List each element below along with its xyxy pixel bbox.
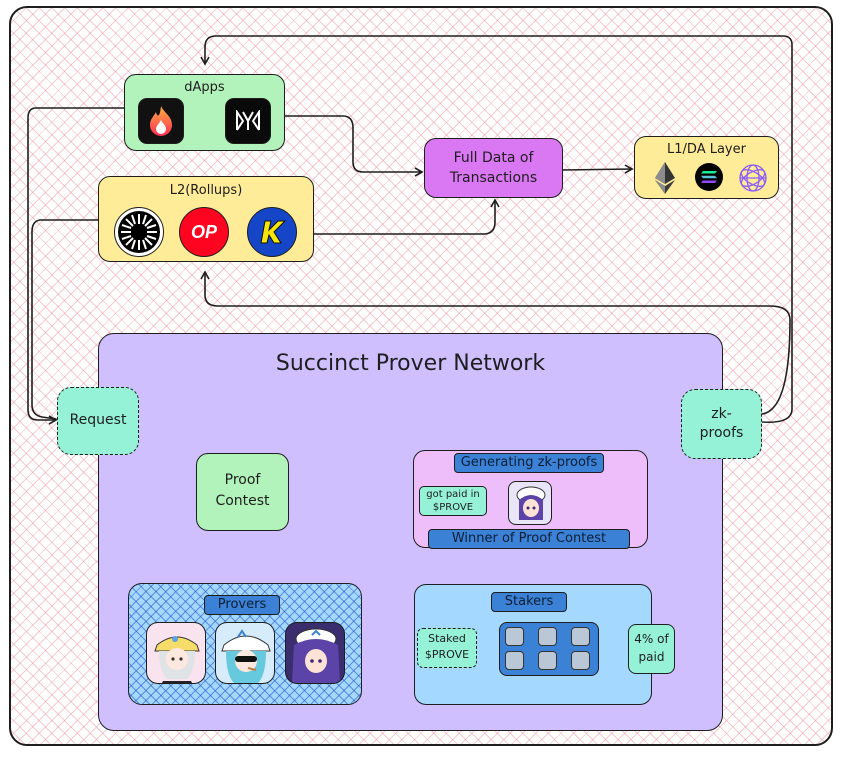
provers-title: Provers bbox=[204, 595, 280, 615]
staked-line1: Staked bbox=[428, 632, 466, 645]
arrow-l2-to-fulldata bbox=[313, 198, 500, 235]
arrow-l2-to-request bbox=[31, 219, 99, 420]
staker-avatar bbox=[505, 651, 524, 670]
arrow-dapps-to-fulldata bbox=[284, 115, 424, 177]
generating-box: Generating zk-proofs got paid in $PROVE … bbox=[413, 450, 648, 549]
arrow-zk-to-l2 bbox=[200, 270, 791, 415]
full-data-line2: Transactions bbox=[449, 170, 538, 186]
zk-proofs-node: zk- proofs bbox=[681, 389, 762, 459]
solana-icon bbox=[695, 163, 723, 191]
full-data-box: Full Data of Transactions bbox=[424, 138, 563, 198]
ethereum-icon bbox=[655, 162, 675, 198]
proof-contest-line2: Contest bbox=[215, 493, 270, 509]
prover-avatar bbox=[215, 622, 275, 684]
flame-icon bbox=[138, 98, 184, 144]
winner-label: Winner of Proof Contest bbox=[428, 529, 630, 549]
got-paid-line2: $PROVE bbox=[432, 502, 474, 513]
l2-box: L2(Rollups) OP bbox=[98, 176, 314, 262]
proof-contest-box: Proof Contest bbox=[196, 453, 289, 531]
staker-avatar bbox=[571, 651, 590, 670]
got-paid-line1: got paid in bbox=[426, 489, 480, 500]
l2-title: L2(Rollups) bbox=[169, 183, 243, 198]
k-icon bbox=[247, 207, 297, 257]
staker-avatar bbox=[571, 627, 590, 646]
op-icon-text: OP bbox=[190, 221, 217, 242]
full-data-line1: Full Data of bbox=[453, 150, 534, 166]
request-label: Request bbox=[69, 412, 127, 428]
stakers-box: Stakers Staked $PROVE bbox=[414, 584, 652, 705]
prover-avatar bbox=[146, 622, 206, 684]
arrow-zk-to-dapps bbox=[200, 35, 793, 424]
staked-line2: $PROVE bbox=[424, 648, 470, 661]
got-paid-box: got paid in $PROVE bbox=[419, 486, 487, 516]
provers-box: Provers bbox=[128, 583, 362, 705]
op-icon: OP bbox=[179, 207, 229, 257]
arrow-fulldata-to-l1 bbox=[562, 164, 634, 174]
zk-line2: proofs bbox=[699, 425, 744, 441]
l1-title: L1/DA Layer bbox=[667, 142, 746, 157]
zk-line1: zk- bbox=[711, 406, 732, 422]
staker-avatar bbox=[538, 627, 557, 646]
winner-avatar bbox=[508, 481, 552, 525]
dapps-title: dApps bbox=[184, 80, 225, 95]
network-title: Succinct Prover Network bbox=[275, 351, 546, 376]
circle-burst-icon bbox=[114, 207, 164, 257]
stakers-title: Stakers bbox=[491, 592, 567, 612]
arrow-dapps-to-request bbox=[27, 107, 125, 425]
prover-avatar bbox=[285, 622, 345, 684]
fee-node: 4% of paid bbox=[628, 624, 675, 674]
proof-contest-line1: Proof bbox=[224, 472, 261, 488]
globe-icon bbox=[738, 163, 768, 197]
staker-avatar bbox=[538, 651, 557, 670]
l1-box: L1/DA Layer bbox=[634, 136, 779, 199]
fee-line2: paid bbox=[638, 650, 665, 664]
staked-prove-node: Staked $PROVE bbox=[417, 628, 477, 668]
staker-avatar bbox=[505, 627, 524, 646]
dapps-box: dApps bbox=[124, 74, 285, 151]
fee-line1: 4% of bbox=[634, 632, 669, 646]
request-node: Request bbox=[57, 387, 139, 455]
stakers-grid bbox=[499, 622, 599, 676]
monad-icon bbox=[225, 98, 271, 144]
generating-title: Generating zk-proofs bbox=[454, 453, 604, 473]
